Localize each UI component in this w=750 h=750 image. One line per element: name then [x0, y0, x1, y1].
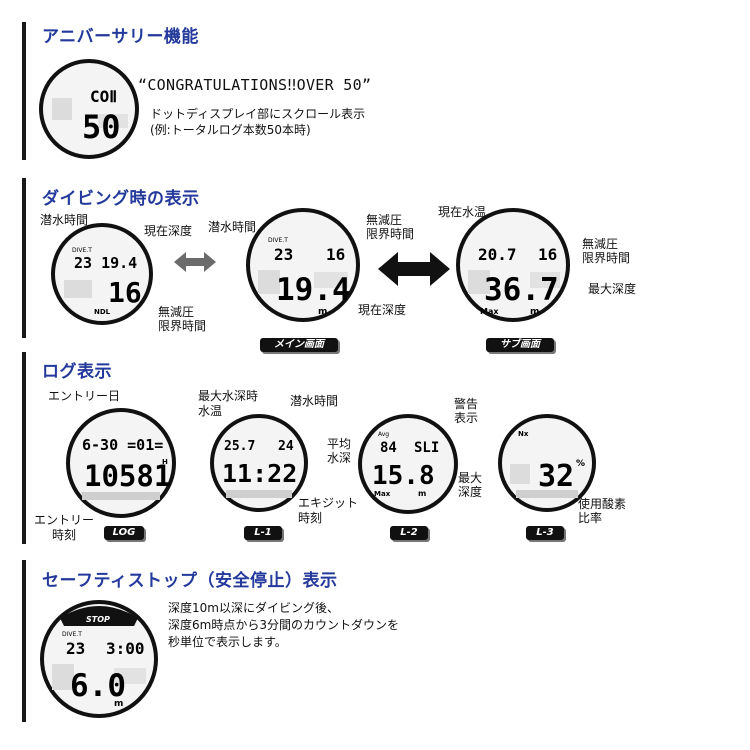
watch-log-3-small: Avg: [378, 431, 389, 438]
watch-log-2: 25.7 24 11:22: [210, 414, 308, 512]
safety-desc-1: 深度10m以深にダイビング後、: [168, 601, 339, 615]
watch-log-3: Avg 84 SLI 15.8 Max m: [358, 414, 458, 514]
section-bar-anniversary: [22, 22, 26, 160]
arrow-gray-icon: [174, 252, 216, 272]
section-title-diving: ダイビング時の表示: [42, 189, 200, 209]
watch-log-4-main: 32: [538, 459, 574, 494]
watch-log-2-right: 24: [278, 439, 294, 454]
watch-log-1: 6-30 =01= 10581 H: [66, 408, 176, 518]
watch-safety-left: 23: [66, 639, 85, 658]
watch-log-3-unit: m: [418, 489, 426, 498]
watch-dive-3-bottom: Max: [480, 307, 499, 316]
watch-log-3-left: 84: [380, 440, 397, 456]
watch-dive-3: 20.7 16 36.7 Max m: [456, 208, 570, 322]
watch-dive-3-right: 16: [538, 245, 557, 264]
watch-anniversary-top: COⅡ: [90, 87, 117, 106]
watch-log-1-main: 10581: [84, 459, 171, 493]
section-bar-log: [22, 352, 26, 544]
label-ndl-3a: 無減圧: [582, 237, 619, 251]
label-avg-b: 水深: [327, 451, 352, 465]
watch-dive-2-right: 16: [326, 245, 345, 264]
tag-l1: L-1: [244, 526, 282, 540]
safety-desc-3: 秒単位で表示します。: [168, 635, 287, 649]
label-oxygen-a: 使用酸素: [578, 497, 627, 511]
anniversary-quote: “CONGRATULATIONS‼OVER 50”: [138, 76, 372, 94]
section-title-safety: セーフティストップ（安全停止）表示: [42, 571, 338, 591]
watch-dive-1-main: 16: [108, 276, 142, 309]
tag-log: LOG: [104, 526, 144, 540]
label-ndl-3b: 限界時間: [582, 251, 631, 265]
tag-l3: L-3: [526, 526, 564, 540]
watch-dive-1: DIVE.T 23 19.4 16 NDL: [51, 223, 153, 325]
watch-log-1-unit: H: [162, 458, 168, 466]
label-warning-a: 警告: [454, 397, 479, 411]
label-current-depth-2: 現在深度: [358, 303, 407, 317]
watch-safety-banner: STOP: [86, 615, 110, 624]
watch-dive-2-unit: m: [318, 307, 327, 317]
watch-safety-right: 3:00: [106, 639, 145, 658]
watch-dive-1-bottom: NDL: [94, 308, 111, 316]
tag-l2: L-2: [390, 526, 428, 540]
watch-dive-2-small: DIVE.T: [268, 237, 288, 244]
watch-safety-small: DIVE.T: [62, 631, 82, 638]
label-warning-b: 表示: [454, 411, 479, 425]
watch-dive-2: DIVE.T 23 16 19.4 m: [246, 208, 360, 322]
label-ndl-2b: 限界時間: [366, 227, 415, 241]
label-log-dive-time: 潜水時間: [290, 394, 339, 408]
watch-safety-unit: m: [114, 699, 123, 709]
label-avg-a: 平均: [327, 437, 352, 451]
label-ndl-1b: 限界時間: [158, 319, 207, 333]
label-ndl-2a: 無減圧: [366, 213, 403, 227]
label-current-depth-1: 現在深度: [144, 224, 193, 238]
watch-safety-main: 6.0: [70, 668, 126, 704]
anniversary-desc-1: ドットディスプレイ部にスクロール表示: [150, 107, 366, 121]
label-dive-time-2: 潜水時間: [208, 220, 257, 234]
watch-anniversary: COⅡ 50: [39, 59, 139, 159]
section-title-anniversary: アニバーサリー機能: [42, 27, 199, 47]
section-bar-diving: [22, 178, 26, 338]
watch-log-3-main: 15.8: [372, 461, 435, 491]
watch-log-2-left: 25.7: [224, 439, 255, 454]
watch-dive-3-main: 36.7: [484, 272, 559, 308]
safety-desc-2: 深度6m時点から3分間のカウントダウンを: [168, 618, 399, 632]
watch-dive-3-left: 20.7: [478, 245, 517, 264]
label-exit-time-b: 時刻: [298, 511, 323, 525]
label-oxygen-b: 比率: [578, 511, 603, 525]
watch-safety: STOP DIVE.T 23 3:00 6.0 m: [40, 600, 158, 718]
section-title-log: ログ表示: [42, 362, 112, 382]
watch-log-4: Nx 32 %: [498, 414, 596, 512]
anniversary-desc-2: (例:トータルログ本数50本時): [150, 123, 311, 137]
section-bar-safety: [22, 560, 26, 722]
watch-dive-1-small: DIVE.T: [72, 247, 92, 254]
watch-dive-2-main: 19.4: [276, 272, 351, 308]
arrow-black-icon: [378, 252, 450, 286]
watch-dive-1-row: 23 19.4: [74, 254, 137, 272]
label-max-a: 最大: [458, 471, 483, 485]
label-entry-date: エントリー日: [48, 389, 121, 403]
label-entry-time-b: 時刻: [52, 528, 77, 542]
label-exit-time-a: エキジット: [298, 496, 359, 510]
watch-log-1-row: 6-30 =01=: [82, 436, 163, 454]
label-log-water-temp: 水温: [198, 404, 223, 418]
label-ndl-1a: 無減圧: [158, 305, 195, 319]
label-entry-time-a: エントリー: [34, 513, 95, 527]
watch-dive-2-left: 23: [274, 245, 293, 264]
watch-dive-3-unit: m: [530, 307, 539, 317]
label-dive-time-1: 潜水時間: [40, 213, 89, 227]
watch-log-3-bottom: Max: [374, 490, 391, 498]
tag-sub-screen: サブ画面: [486, 338, 554, 352]
label-max-b: 深度: [458, 485, 483, 499]
tag-main-screen: メイン画面: [260, 338, 338, 352]
watch-log-3-right: SLI: [414, 440, 439, 456]
label-water-temp: 現在水温: [438, 205, 487, 219]
watch-log-2-main: 11:22: [222, 459, 297, 488]
label-max-depth: 最大深度: [588, 282, 637, 296]
watch-log-4-unit: %: [576, 459, 585, 469]
watch-anniversary-main: 50: [82, 108, 121, 146]
watch-log-4-small: Nx: [518, 430, 529, 438]
label-max-depth-time: 最大水深時: [198, 389, 259, 403]
